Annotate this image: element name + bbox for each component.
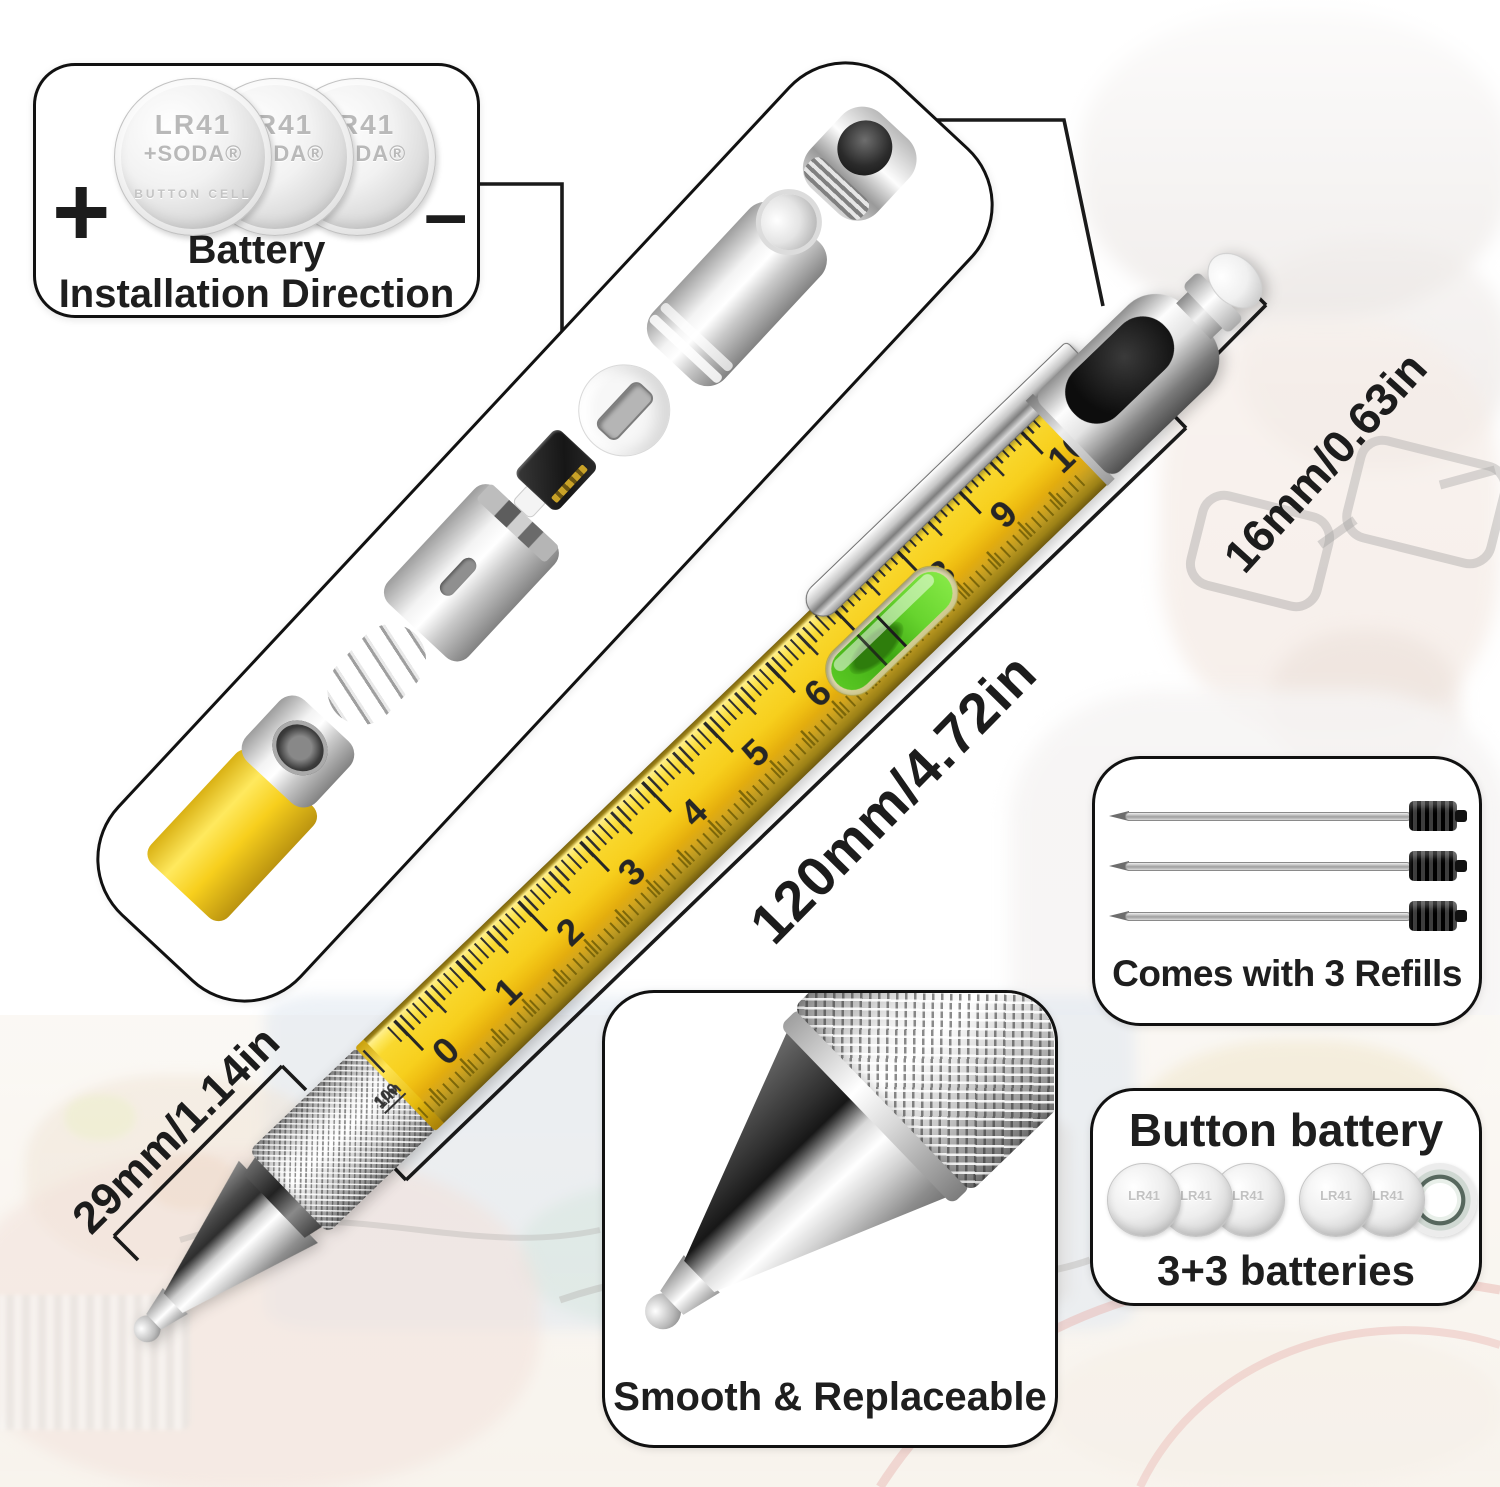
refill-screw-cap [1409,851,1457,881]
refill-writing-tip [1109,811,1129,821]
battery-box-connector-line [478,182,564,360]
smooth-caption: Smooth & Replaceable [613,1375,1047,1419]
refill-rod [1125,812,1411,821]
mini-battery-coin: LR41 [1107,1163,1181,1237]
refill-cap-end [1455,860,1467,872]
button-battery-box: Button battery LR41 LR41 LR41 LR41 LR41 … [1090,1088,1482,1306]
refill-screw-cap [1409,801,1457,831]
refill-rod [1125,912,1411,921]
button-battery-coin: LR41 +SODA® BUTTON CELL [114,78,272,236]
refill-cap-end [1455,910,1467,922]
refill-cap-end [1455,810,1467,822]
refills-box: Comes with 3 Refills [1092,756,1482,1026]
pen-refill [1109,899,1471,933]
battery-direction-box: + LR41 +SODA® BUTTON CELL LR41 +SODA® LR… [33,63,480,318]
plus-symbol: + [52,156,111,268]
exploded-view-connector-line [936,118,1105,307]
refill-screw-cap [1409,901,1457,931]
minus-symbol: – [424,169,468,257]
pen-refill [1109,799,1471,833]
refill-rod [1125,862,1411,871]
mini-battery-coin: LR41 [1299,1163,1373,1237]
button-battery-title: Button battery [1128,1104,1444,1156]
tip-length-dimension-line [112,1064,308,1262]
battery-box-caption-line2: Installation Direction [58,272,455,316]
pen-refill [1109,849,1471,883]
refill-writing-tip [1109,861,1129,871]
battery-box-caption-line1: Battery [187,228,326,272]
refill-writing-tip [1109,911,1129,921]
smooth-replaceable-box: Smooth & Replaceable [602,990,1058,1448]
refills-caption: Comes with 3 Refills [1112,953,1462,994]
battery-count-caption: 3+3 batteries [1157,1247,1415,1294]
pen-tip-closeup [605,993,1054,1416]
